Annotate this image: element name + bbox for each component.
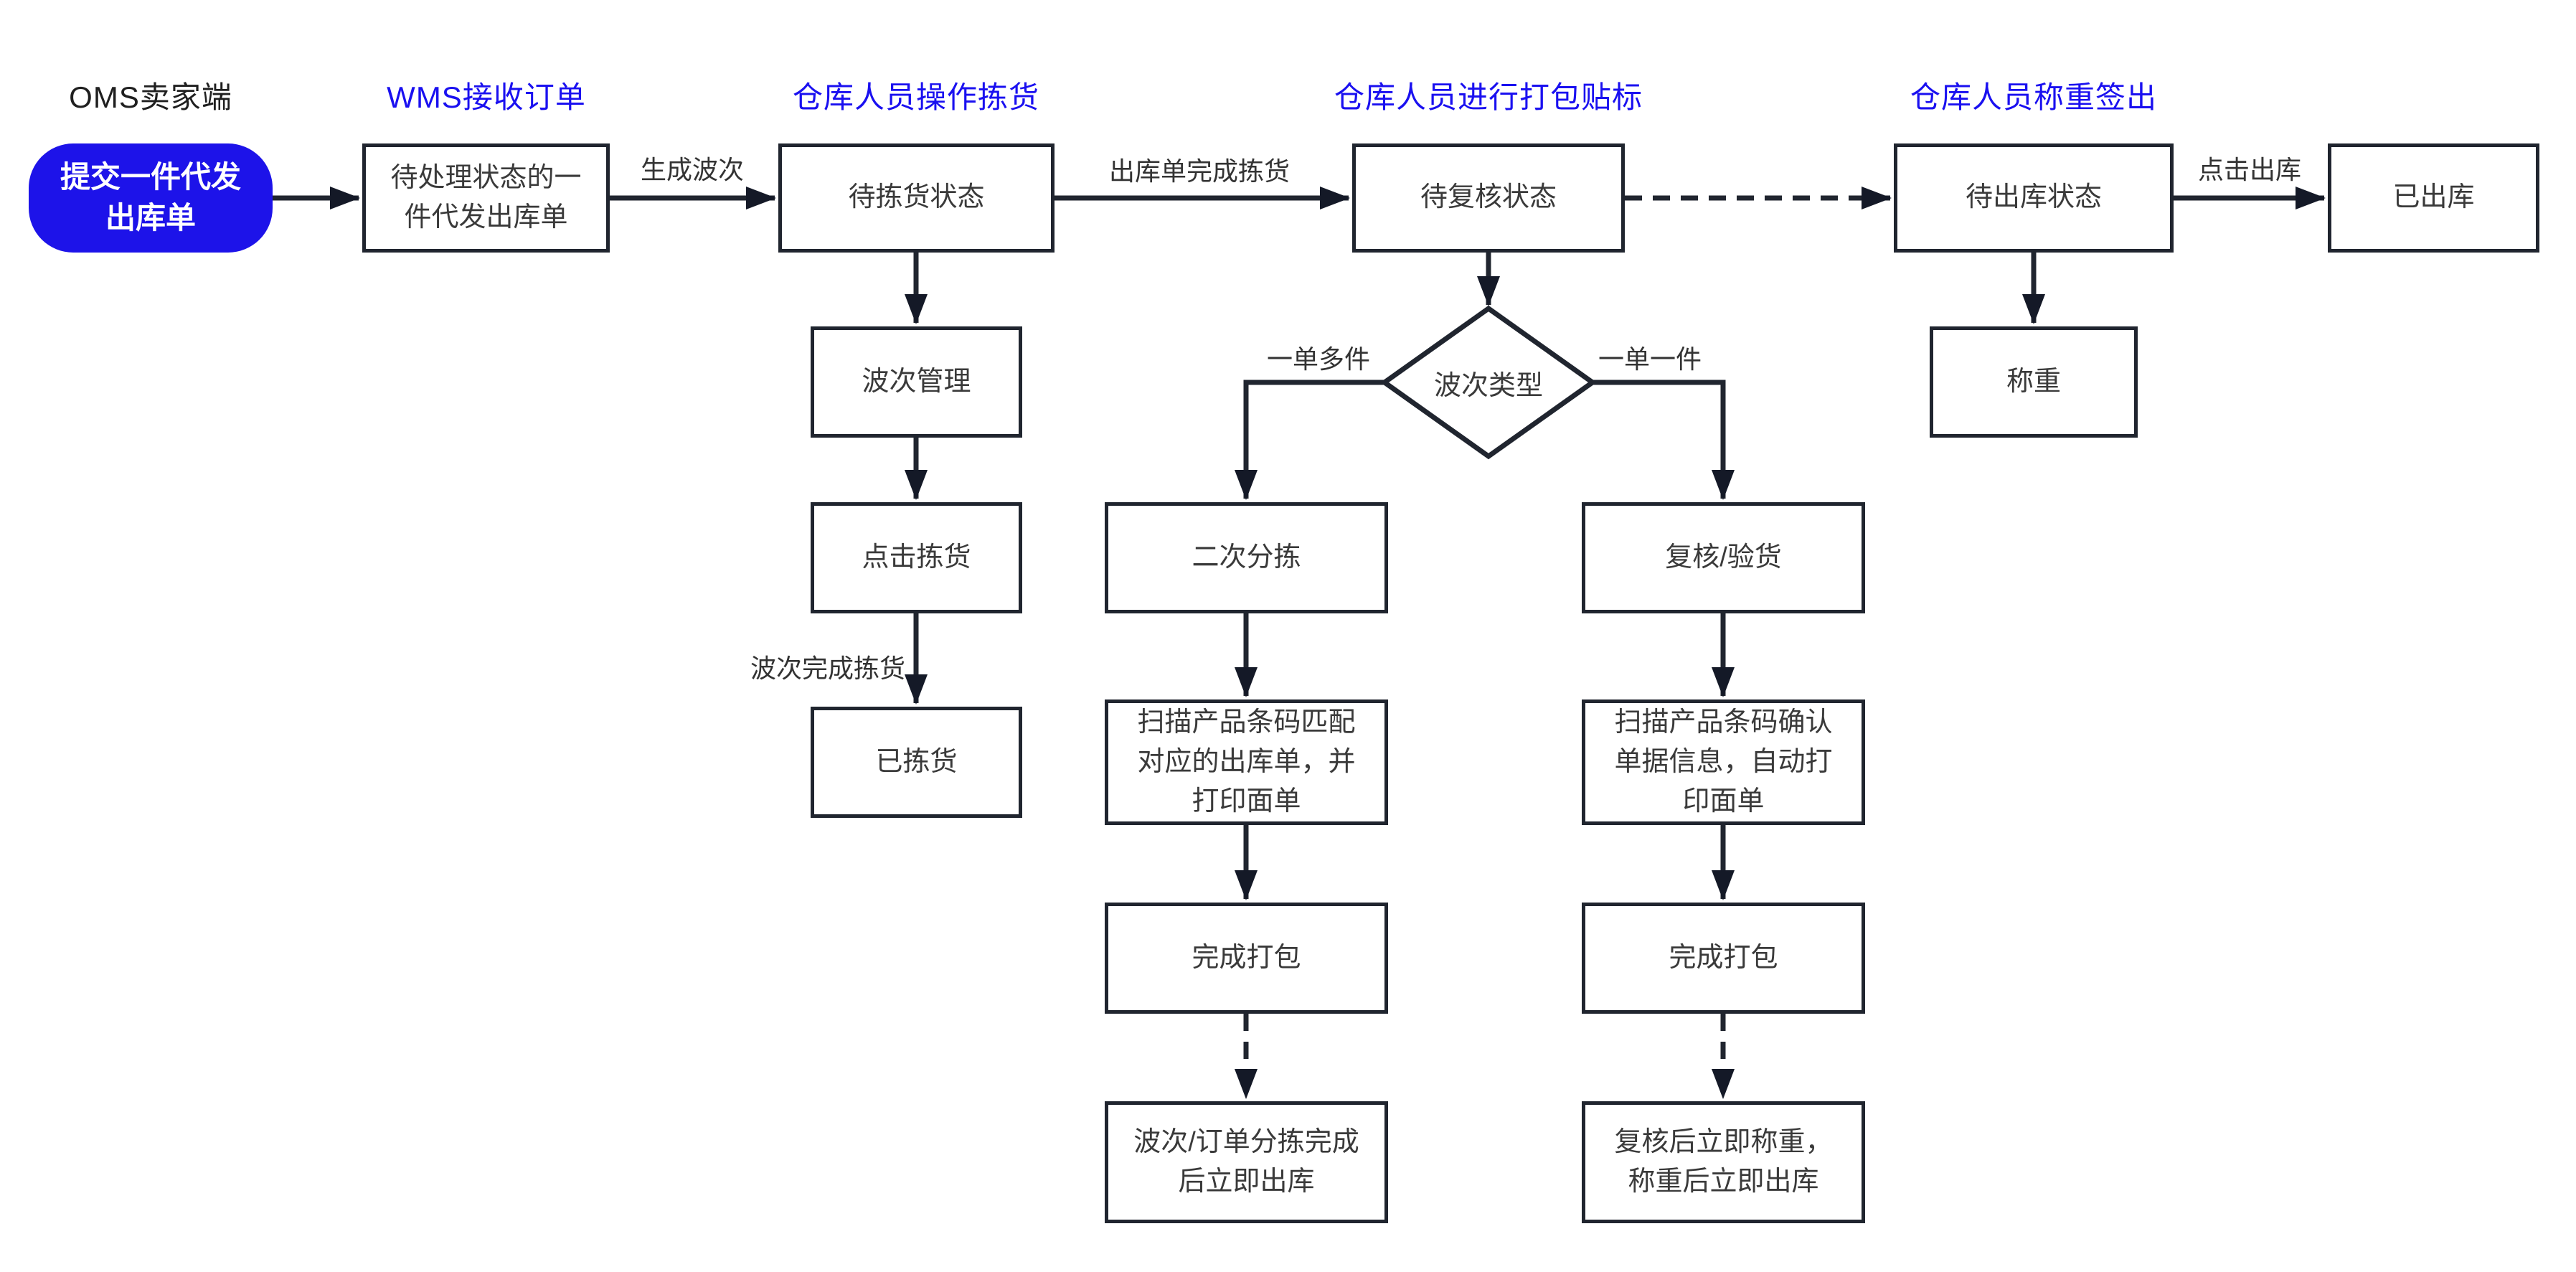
edge-label-generate-wave: 生成波次 xyxy=(640,155,745,184)
lane-header-warehouse-pick: 仓库人员操作拣货 xyxy=(792,80,1040,114)
node-pending-dropship-order: 待处理状态的一件代发出库单 xyxy=(362,143,610,253)
node-click-pick: 点击拣货 xyxy=(811,502,1022,613)
edge-label-multi-item-order: 一单多件 xyxy=(1266,344,1371,374)
lane-header-oms-seller: OMS卖家端 xyxy=(69,80,232,114)
edge-label-single-item-order: 一单一件 xyxy=(1598,344,1702,374)
node-recheck-inspect: 复核/验货 xyxy=(1582,502,1865,613)
decision-diamond-shape xyxy=(1379,305,1598,460)
node-finish-packing-right: 完成打包 xyxy=(1582,903,1865,1014)
lane-header-warehouse-pack: 仓库人员进行打包贴标 xyxy=(1334,80,1643,114)
node-wave-type-decision: 波次类型 xyxy=(1433,370,1543,401)
node-shipped: 已出库 xyxy=(2328,143,2539,253)
edge-label-click-ship: 点击出库 xyxy=(2197,155,2302,184)
node-finish-packing-left: 完成打包 xyxy=(1105,903,1388,1014)
node-wave-management: 波次管理 xyxy=(811,326,1022,438)
node-to-review-status: 待复核状态 xyxy=(1352,143,1625,253)
edge-wavetype-to-sort xyxy=(1235,380,1384,500)
node-to-pick-status: 待拣货状态 xyxy=(778,143,1055,253)
node-to-ship-status: 待出库状态 xyxy=(1894,143,2174,253)
node-picked: 已拣货 xyxy=(811,707,1022,818)
edge-wavetype-to-verify xyxy=(1593,380,1735,500)
node-submit-dropship-order: 提交一件代发出库单 xyxy=(29,143,273,253)
lane-header-wms-receive: WMS接收订单 xyxy=(387,80,586,114)
node-secondary-sorting: 二次分拣 xyxy=(1105,502,1388,613)
node-weighing: 称重 xyxy=(1930,326,2138,438)
node-ship-after-sorting: 波次/订单分拣完成后立即出库 xyxy=(1105,1101,1388,1223)
edge-label-outbound-pick-done: 出库单完成拣货 xyxy=(1108,156,1291,186)
node-scan-confirm-print: 扫描产品条码确认单据信息，自动打印面单 xyxy=(1582,699,1865,825)
edge-label-wave-pick-done: 波次完成拣货 xyxy=(750,654,905,683)
node-ship-after-weighing: 复核后立即称重，称重后立即出库 xyxy=(1582,1101,1865,1223)
node-scan-match-print: 扫描产品条码匹配对应的出库单，并打印面单 xyxy=(1105,699,1388,825)
lane-header-warehouse-weigh: 仓库人员称重签出 xyxy=(1910,80,2158,114)
